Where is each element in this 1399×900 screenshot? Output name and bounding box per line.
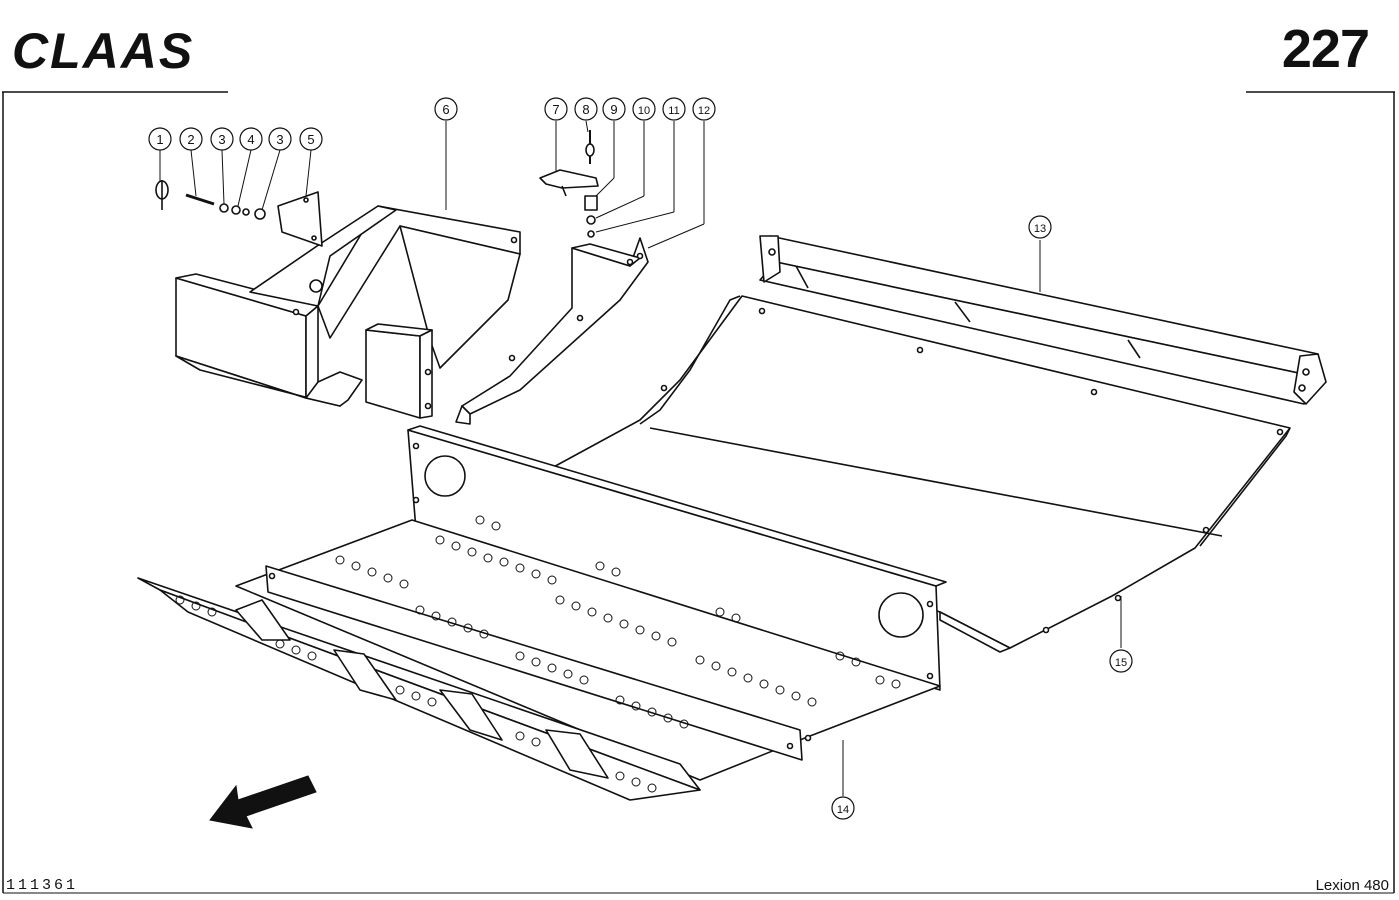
svg-text:14: 14 (837, 804, 849, 816)
callout-10: 10 (632, 97, 656, 121)
drawing-number: 111361 (6, 877, 79, 894)
callout-8: 8 (574, 97, 598, 121)
svg-text:5: 5 (307, 132, 314, 147)
svg-text:3: 3 (218, 132, 225, 147)
svg-text:10: 10 (638, 105, 650, 117)
svg-text:6: 6 (442, 102, 449, 117)
svg-text:12: 12 (698, 105, 710, 117)
svg-text:1: 1 (156, 132, 163, 147)
callout-4: 4 (239, 127, 263, 151)
callout-15: 15 (1109, 649, 1133, 673)
model-name: Lexion 480 (1315, 877, 1389, 894)
callout-14: 14 (831, 796, 855, 820)
svg-text:7: 7 (552, 102, 559, 117)
callout-9: 9 (602, 97, 626, 121)
part-14-sieve-pan (137, 425, 947, 801)
callout-7: 7 (544, 97, 568, 121)
callout-11: 11 (662, 97, 686, 121)
callout-3a: 3 (210, 127, 234, 151)
svg-text:4: 4 (247, 132, 254, 147)
sheet-frame (2, 91, 1395, 894)
svg-text:8: 8 (582, 102, 589, 117)
svg-text:13: 13 (1034, 223, 1046, 235)
callout-2: 2 (179, 127, 203, 151)
callout-1: 1 (148, 127, 172, 151)
callout-3b: 3 (268, 127, 292, 151)
support-ribs (235, 599, 609, 779)
leader-lines (159, 120, 1122, 796)
svg-text:2: 2 (187, 132, 194, 147)
svg-text:3: 3 (276, 132, 283, 147)
travel-direction-arrow (209, 775, 317, 829)
part-6-side-bracket (175, 205, 521, 419)
svg-text:15: 15 (1115, 657, 1127, 669)
part-13-cross-member (759, 235, 1327, 405)
part-12-support (455, 237, 649, 425)
perforation-holes (175, 515, 901, 793)
svg-text:11: 11 (668, 105, 679, 117)
small-parts-1-5 (155, 180, 323, 247)
part-15-cover-plate (547, 295, 1291, 653)
callout-6: 6 (434, 97, 458, 121)
page-number: 227 (1281, 19, 1370, 79)
claas-logo: CLAAS (12, 23, 194, 79)
brand-text: CLAAS (12, 23, 194, 79)
small-parts-7-11 (539, 130, 599, 238)
svg-text:9: 9 (610, 102, 617, 117)
callout-13: 13 (1028, 215, 1052, 239)
callout-12: 12 (692, 97, 716, 121)
callout-5: 5 (299, 127, 323, 151)
callout-bubbles: 1 2 3 4 3 5 6 7 8 9 10 11 12 13 14 15 (148, 97, 1133, 820)
